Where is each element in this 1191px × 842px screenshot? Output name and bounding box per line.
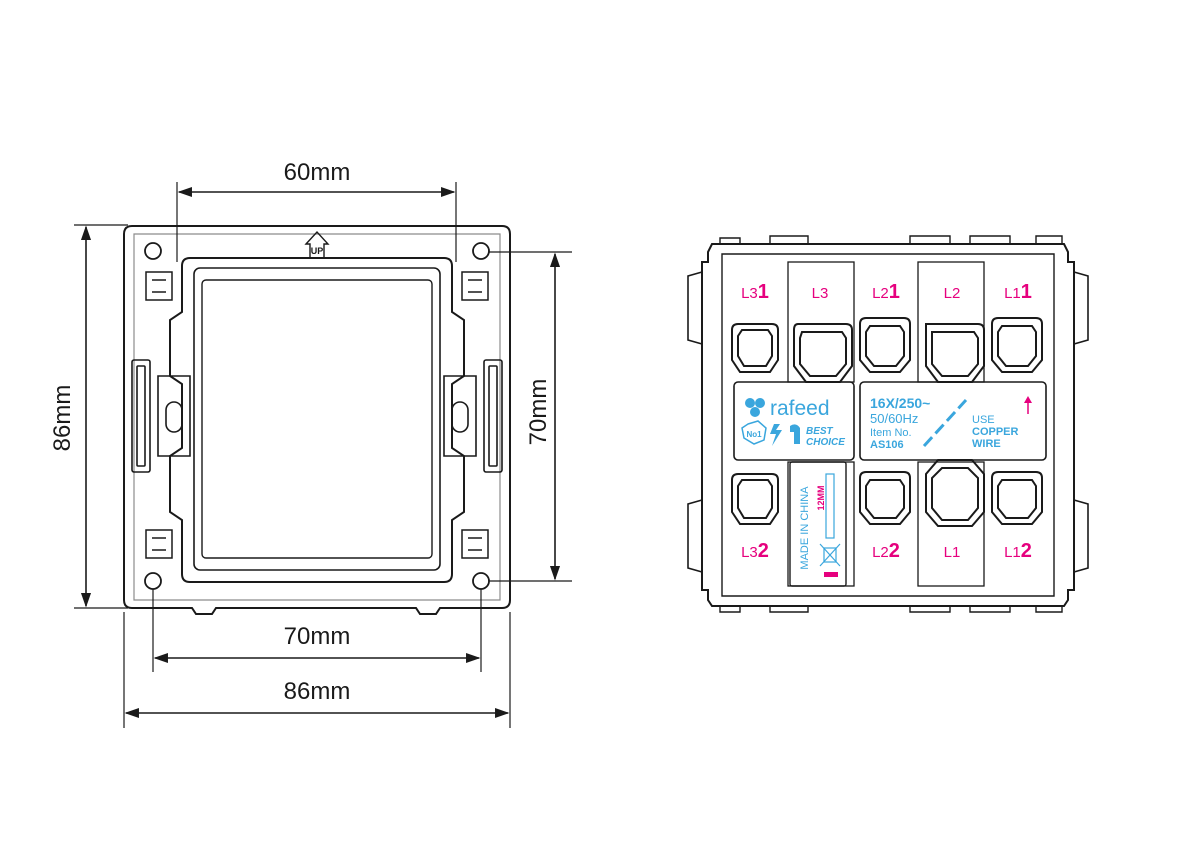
front-dimensions: 60mm 86mm 70mm 70mm 86mm — [49, 159, 572, 728]
mount-hole-bl — [144, 572, 162, 590]
brand-label: rafeed No1 BEST CHOICE — [741, 397, 845, 448]
housing-tabs — [719, 235, 1063, 613]
frame-clips — [145, 271, 489, 559]
strip-gauge-icon — [825, 473, 835, 539]
front-view: UP — [123, 225, 511, 615]
badge-no1: No1 — [746, 430, 762, 439]
terminal-label: L11 — [1004, 281, 1032, 303]
side-clips — [687, 271, 1089, 573]
terminal-label: L2 — [944, 285, 961, 302]
terminal-labels-bottom: L32 L22 L1 L12 — [741, 540, 1032, 562]
best-choice-line-2: CHOICE — [806, 437, 845, 448]
terminal-label: L1 — [944, 544, 961, 561]
frequency-value: 50/60Hz — [870, 411, 918, 426]
dim-label-top: 60mm — [284, 159, 351, 186]
rating-label: 16X/250~ 50/60Hz Item No. AS106 USE COPP… — [870, 395, 1032, 451]
terminal-label: L3 — [812, 285, 829, 302]
dim-label-right: 70mm — [525, 379, 552, 446]
terminal-label: L32 — [741, 540, 769, 562]
terminal-labels-top: L31 L3 L21 L2 L11 — [741, 281, 1032, 303]
weee-bin-icon — [819, 543, 841, 567]
lightning-icon — [770, 424, 782, 446]
best-choice-line-1: BEST — [806, 426, 834, 437]
rating-value: 16X/250~ — [870, 395, 930, 411]
up-arrow-icon: UP — [304, 230, 330, 259]
terminal-label: L12 — [1004, 540, 1032, 562]
frame-outline — [123, 225, 511, 615]
check-icon — [790, 424, 800, 444]
dim-label-left: 86mm — [49, 385, 76, 452]
strip-length: 12MM — [816, 485, 826, 510]
center-strip: MADE IN CHINA 12MM — [799, 473, 841, 577]
mount-hole-tr — [472, 242, 490, 260]
top-terminal-ports — [731, 317, 1043, 383]
module-housing — [701, 243, 1075, 607]
bottom-terminal-ports — [731, 459, 1043, 527]
wire-line: WIRE — [972, 438, 1001, 450]
mount-hole-br — [472, 572, 490, 590]
rafeed-logo-icon — [745, 398, 765, 417]
dim-label-bottom-outer: 86mm — [284, 678, 351, 705]
brand-name: rafeed — [770, 397, 830, 420]
item-number: AS106 — [870, 439, 904, 451]
dim-label-bottom-inner: 70mm — [284, 623, 351, 650]
strip-guide-icon — [922, 398, 968, 448]
mount-hole-tl — [144, 242, 162, 260]
up-arrow-icon — [1024, 396, 1032, 414]
brand-label-panel — [733, 381, 855, 461]
rating-label-panel — [859, 381, 1047, 461]
terminal-label: L21 — [872, 281, 900, 303]
copper-line: COPPER — [972, 426, 1019, 438]
module-opening — [169, 257, 465, 583]
made-in-label: MADE IN CHINA — [799, 486, 811, 570]
frame-side-rails — [131, 359, 503, 473]
up-mark: UP — [311, 246, 324, 256]
no1-badge-icon: No1 — [741, 420, 767, 445]
use-line: USE — [972, 414, 995, 426]
item-label: Item No. — [870, 427, 912, 439]
terminal-label: L31 — [741, 281, 769, 303]
center-strip-panel — [789, 461, 847, 587]
weee-bar — [824, 572, 838, 577]
back-view: L31 L3 L21 L2 L11 L32 L22 L1 L12 rafeed … — [687, 235, 1089, 613]
terminal-label: L22 — [872, 540, 900, 562]
